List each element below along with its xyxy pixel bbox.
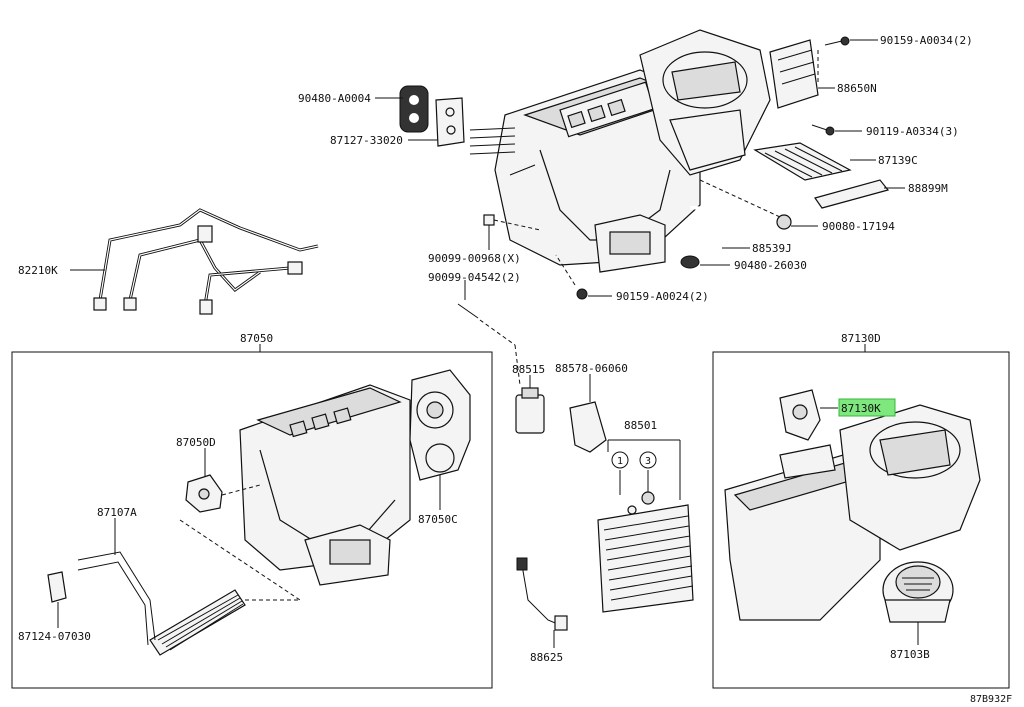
- callout-1: [611, 451, 629, 469]
- nut-90080-17194: [699, 179, 818, 230]
- label-87130d: 87130D: [841, 332, 881, 345]
- label-90099-04542: 90099-04542(2): [428, 271, 521, 284]
- label-90159-a0034: 90159-A0034(2): [880, 34, 973, 47]
- hose-88539j: [689, 206, 750, 264]
- label-90480-a0004: 90480-A0004: [298, 92, 371, 105]
- clip-90099-00968: [483, 214, 541, 250]
- label-88650n: 88650N: [837, 82, 877, 95]
- heater-core-87107a: [77, 518, 301, 656]
- label-88539j: 88539J: [752, 242, 792, 255]
- heater-unit-87050: [239, 384, 411, 586]
- wire-harness-82210k: [70, 208, 319, 315]
- bolt-90099-04542: [457, 280, 521, 386]
- filter-87139c: [753, 142, 876, 181]
- bracket-88578-06060: [569, 374, 607, 453]
- label-87050c: 87050C: [418, 513, 458, 526]
- callout-3: [639, 451, 657, 469]
- label-90119-a0334: 90119-A0334(3): [866, 125, 959, 138]
- actuator-87050c: [409, 369, 471, 510]
- label-90480-26030: 90480-26030: [734, 259, 807, 272]
- label-87127-33020: 87127-33020: [330, 134, 403, 147]
- label-87050: 87050: [240, 332, 273, 345]
- label-82210k: 82210K: [18, 264, 58, 277]
- actuator-87050d: [185, 448, 261, 513]
- seal-88899m: [814, 179, 905, 209]
- label-90080-17194: 90080-17194: [822, 220, 895, 233]
- valve-88515: [515, 375, 545, 434]
- screw-90119-a0334: [811, 124, 862, 136]
- label-87139c: 87139C: [878, 154, 918, 167]
- callout-1-text: 1: [617, 456, 623, 467]
- label-87050d: 87050D: [176, 436, 216, 449]
- screw-90159-a0024: [555, 254, 612, 300]
- sensor-88625: [516, 557, 568, 648]
- label-88625: 88625: [530, 651, 563, 664]
- grommet-90480-a0004: [399, 85, 429, 133]
- blower-unit-87130d: [724, 404, 981, 621]
- frame-87130d: [712, 351, 1010, 689]
- label-87124-07030: 87124-07030: [18, 630, 91, 643]
- label-90099-00968: 90099-00968(X): [428, 252, 521, 265]
- diagram-code: 87B932F: [970, 694, 1012, 705]
- blower-motor-87103b: [882, 561, 954, 645]
- screw-90159-a0034: [824, 36, 878, 46]
- frame-87050: [11, 351, 493, 689]
- label-88515: 88515: [512, 363, 545, 376]
- label-88578-06060: 88578-06060: [555, 362, 628, 375]
- evaporator-88501: [597, 439, 694, 613]
- label-87103b: 87103B: [890, 648, 930, 661]
- label-87107a: 87107A: [97, 506, 137, 519]
- servo-87130k: [779, 389, 838, 441]
- grommet-90480-26030: [680, 255, 730, 269]
- module-88650n: [769, 39, 835, 109]
- callout-3-text: 3: [645, 456, 651, 467]
- label-88501: 88501: [624, 419, 657, 432]
- plate-87127-33020: [435, 97, 465, 147]
- hvac-unit-top: [469, 29, 771, 273]
- highlight-87130k: [838, 398, 896, 417]
- bracket-87124-07030: [47, 571, 67, 628]
- label-87130k: 87130K: [841, 402, 881, 415]
- label-90159-a0024: 90159-A0024(2): [616, 290, 709, 303]
- label-88899m: 88899M: [908, 182, 948, 195]
